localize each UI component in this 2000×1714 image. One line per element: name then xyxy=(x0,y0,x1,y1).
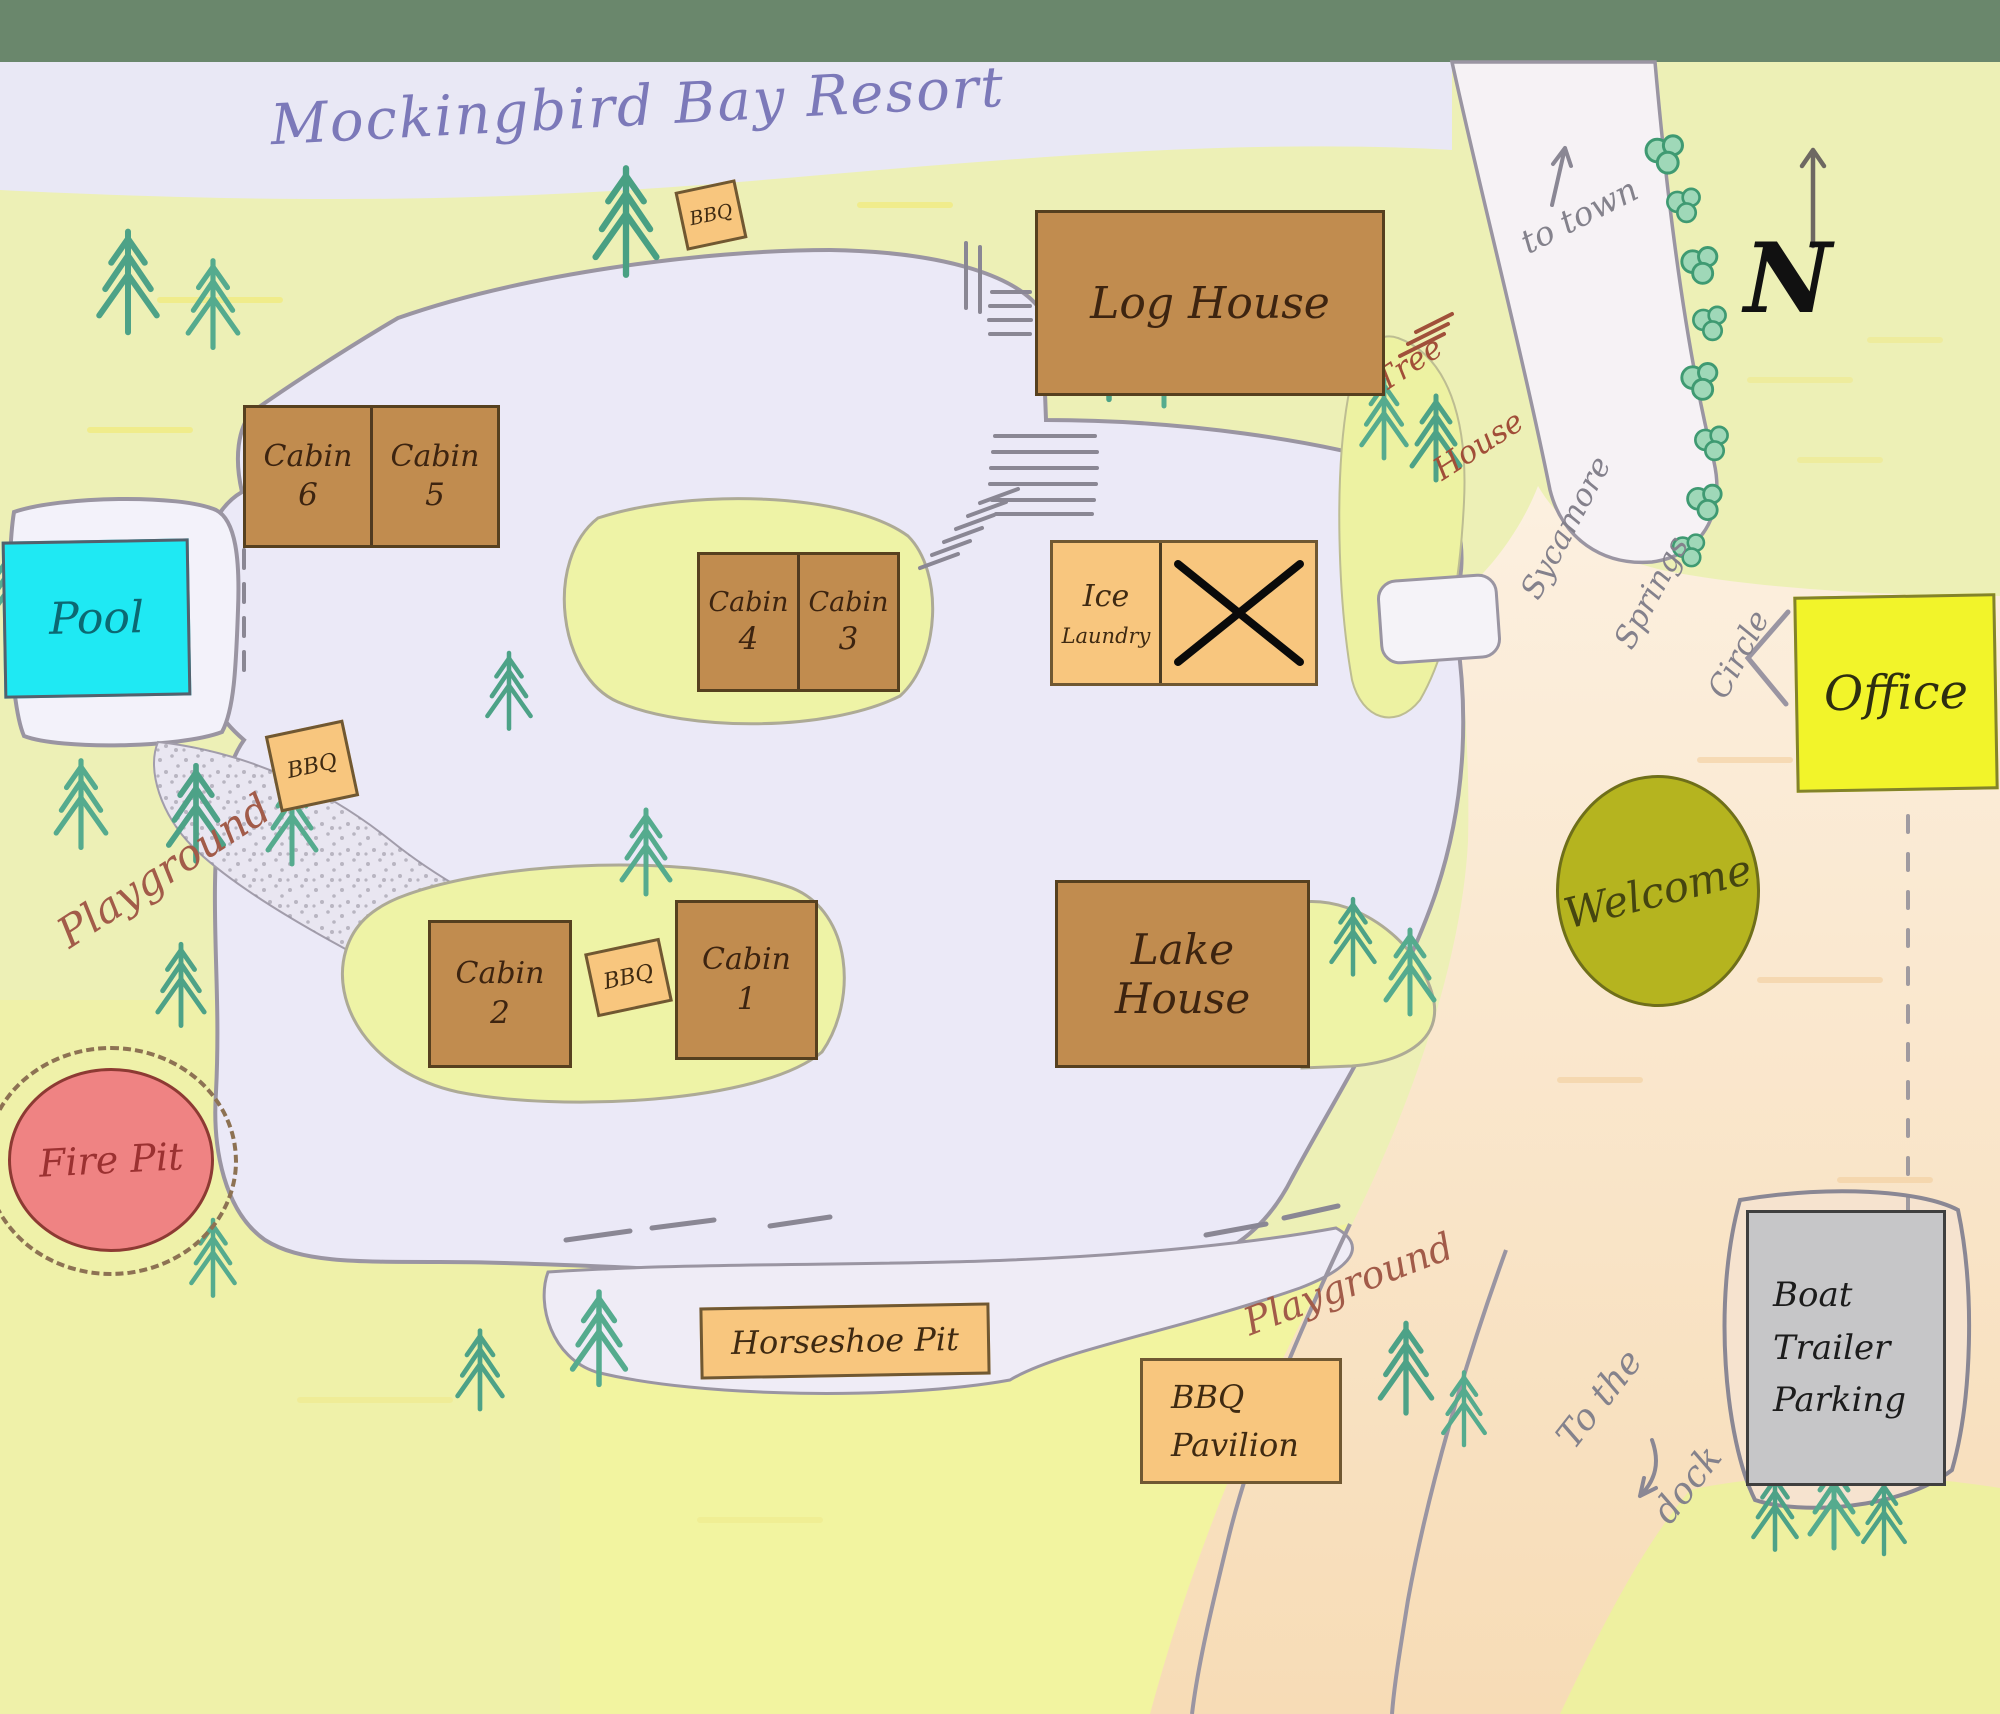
bbq-grill-north: BBQ xyxy=(674,179,748,251)
cabin-6-5-building: Cabin 6 Cabin 5 xyxy=(243,405,500,548)
north-compass-label: N xyxy=(1744,222,1832,335)
cabin-6-label: Cabin xyxy=(263,439,353,475)
north-arrow-icon xyxy=(1799,147,1827,249)
cabin-3: Cabin 3 xyxy=(797,555,897,689)
to-town-arrow-icon xyxy=(1550,146,1573,207)
sycamore-line1: Sycamore xyxy=(1513,450,1619,606)
cabin-4-3-building: Cabin 4 Cabin 3 xyxy=(697,552,900,692)
cabin-1-building: Cabin 1 xyxy=(675,900,818,1060)
cabin-6-number: 6 xyxy=(298,476,318,513)
bbq-grill-west: BBQ xyxy=(264,719,360,813)
boat-parking-line1: Boat xyxy=(1773,1274,1853,1315)
dock-arrow-icon xyxy=(1638,1438,1658,1498)
cabin-6: Cabin 6 xyxy=(246,408,370,545)
dashed-paths xyxy=(242,548,1910,1302)
tree-house-hatching xyxy=(1398,312,1454,358)
cabin-4-label: Cabin xyxy=(708,586,789,618)
cabin-3-number: 3 xyxy=(838,620,859,657)
to-dock-line1: To the xyxy=(1548,1341,1651,1457)
laundry-label: Laundry xyxy=(1061,623,1151,648)
horseshoe-pit: Horseshoe Pit xyxy=(699,1302,991,1380)
cabin-1-label: Cabin xyxy=(702,942,791,978)
cabin-2-number: 2 xyxy=(490,995,510,1032)
bbq-pavilion-line1: BBQ xyxy=(1171,1378,1245,1416)
fire-pit-label: Fire Pit xyxy=(37,1134,185,1186)
cabin-5: Cabin 5 xyxy=(370,408,497,545)
tree-house-line1: Tree xyxy=(1369,329,1450,399)
to-dock-line2: dock xyxy=(1644,1437,1731,1532)
cabin-5-label: Cabin xyxy=(390,439,480,475)
welcome-sign: Welcome xyxy=(1556,775,1760,1007)
cabin-3-label: Cabin xyxy=(808,586,889,618)
boat-parking-line3: Parking xyxy=(1773,1380,1907,1421)
cabin-2-building: Cabin 2 xyxy=(428,920,572,1068)
stairs-hatching xyxy=(918,241,1099,570)
closed-x-mark xyxy=(1159,543,1315,683)
office-building: Office xyxy=(1793,593,1999,793)
arrows xyxy=(1550,146,1827,1498)
ice-laundry-labels: Ice Laundry xyxy=(1053,543,1159,683)
cabin-4: Cabin 4 xyxy=(700,555,797,689)
fire-pit-ring xyxy=(0,1046,238,1276)
sycamore-line2: Springs xyxy=(1607,530,1697,655)
ice-laundry-building: Ice Laundry xyxy=(1050,540,1318,686)
cabin-4-number: 4 xyxy=(738,620,759,657)
cabin-2-label: Cabin xyxy=(455,956,545,992)
fire-pit: Fire Pit xyxy=(8,1068,214,1252)
ice-label: Ice xyxy=(1082,578,1130,614)
boat-trailer-parking: Boat Trailer Parking xyxy=(1746,1210,1946,1486)
welcome-label: Welcome xyxy=(1559,844,1757,938)
cabin-5-number: 5 xyxy=(425,476,445,513)
office-driveway-mark xyxy=(1744,609,1791,707)
log-house-building: Log House xyxy=(1035,210,1385,396)
cabin-1-number: 1 xyxy=(736,981,757,1018)
boat-parking-line2: Trailer xyxy=(1773,1327,1891,1368)
bbq-pavilion-line2: Pavilion xyxy=(1171,1426,1299,1464)
pool: Pool xyxy=(1,538,192,699)
lake-house-building: Lake House xyxy=(1055,880,1310,1068)
bbq-pavilion: BBQ Pavilion xyxy=(1140,1358,1342,1484)
x-icon xyxy=(1173,560,1304,666)
